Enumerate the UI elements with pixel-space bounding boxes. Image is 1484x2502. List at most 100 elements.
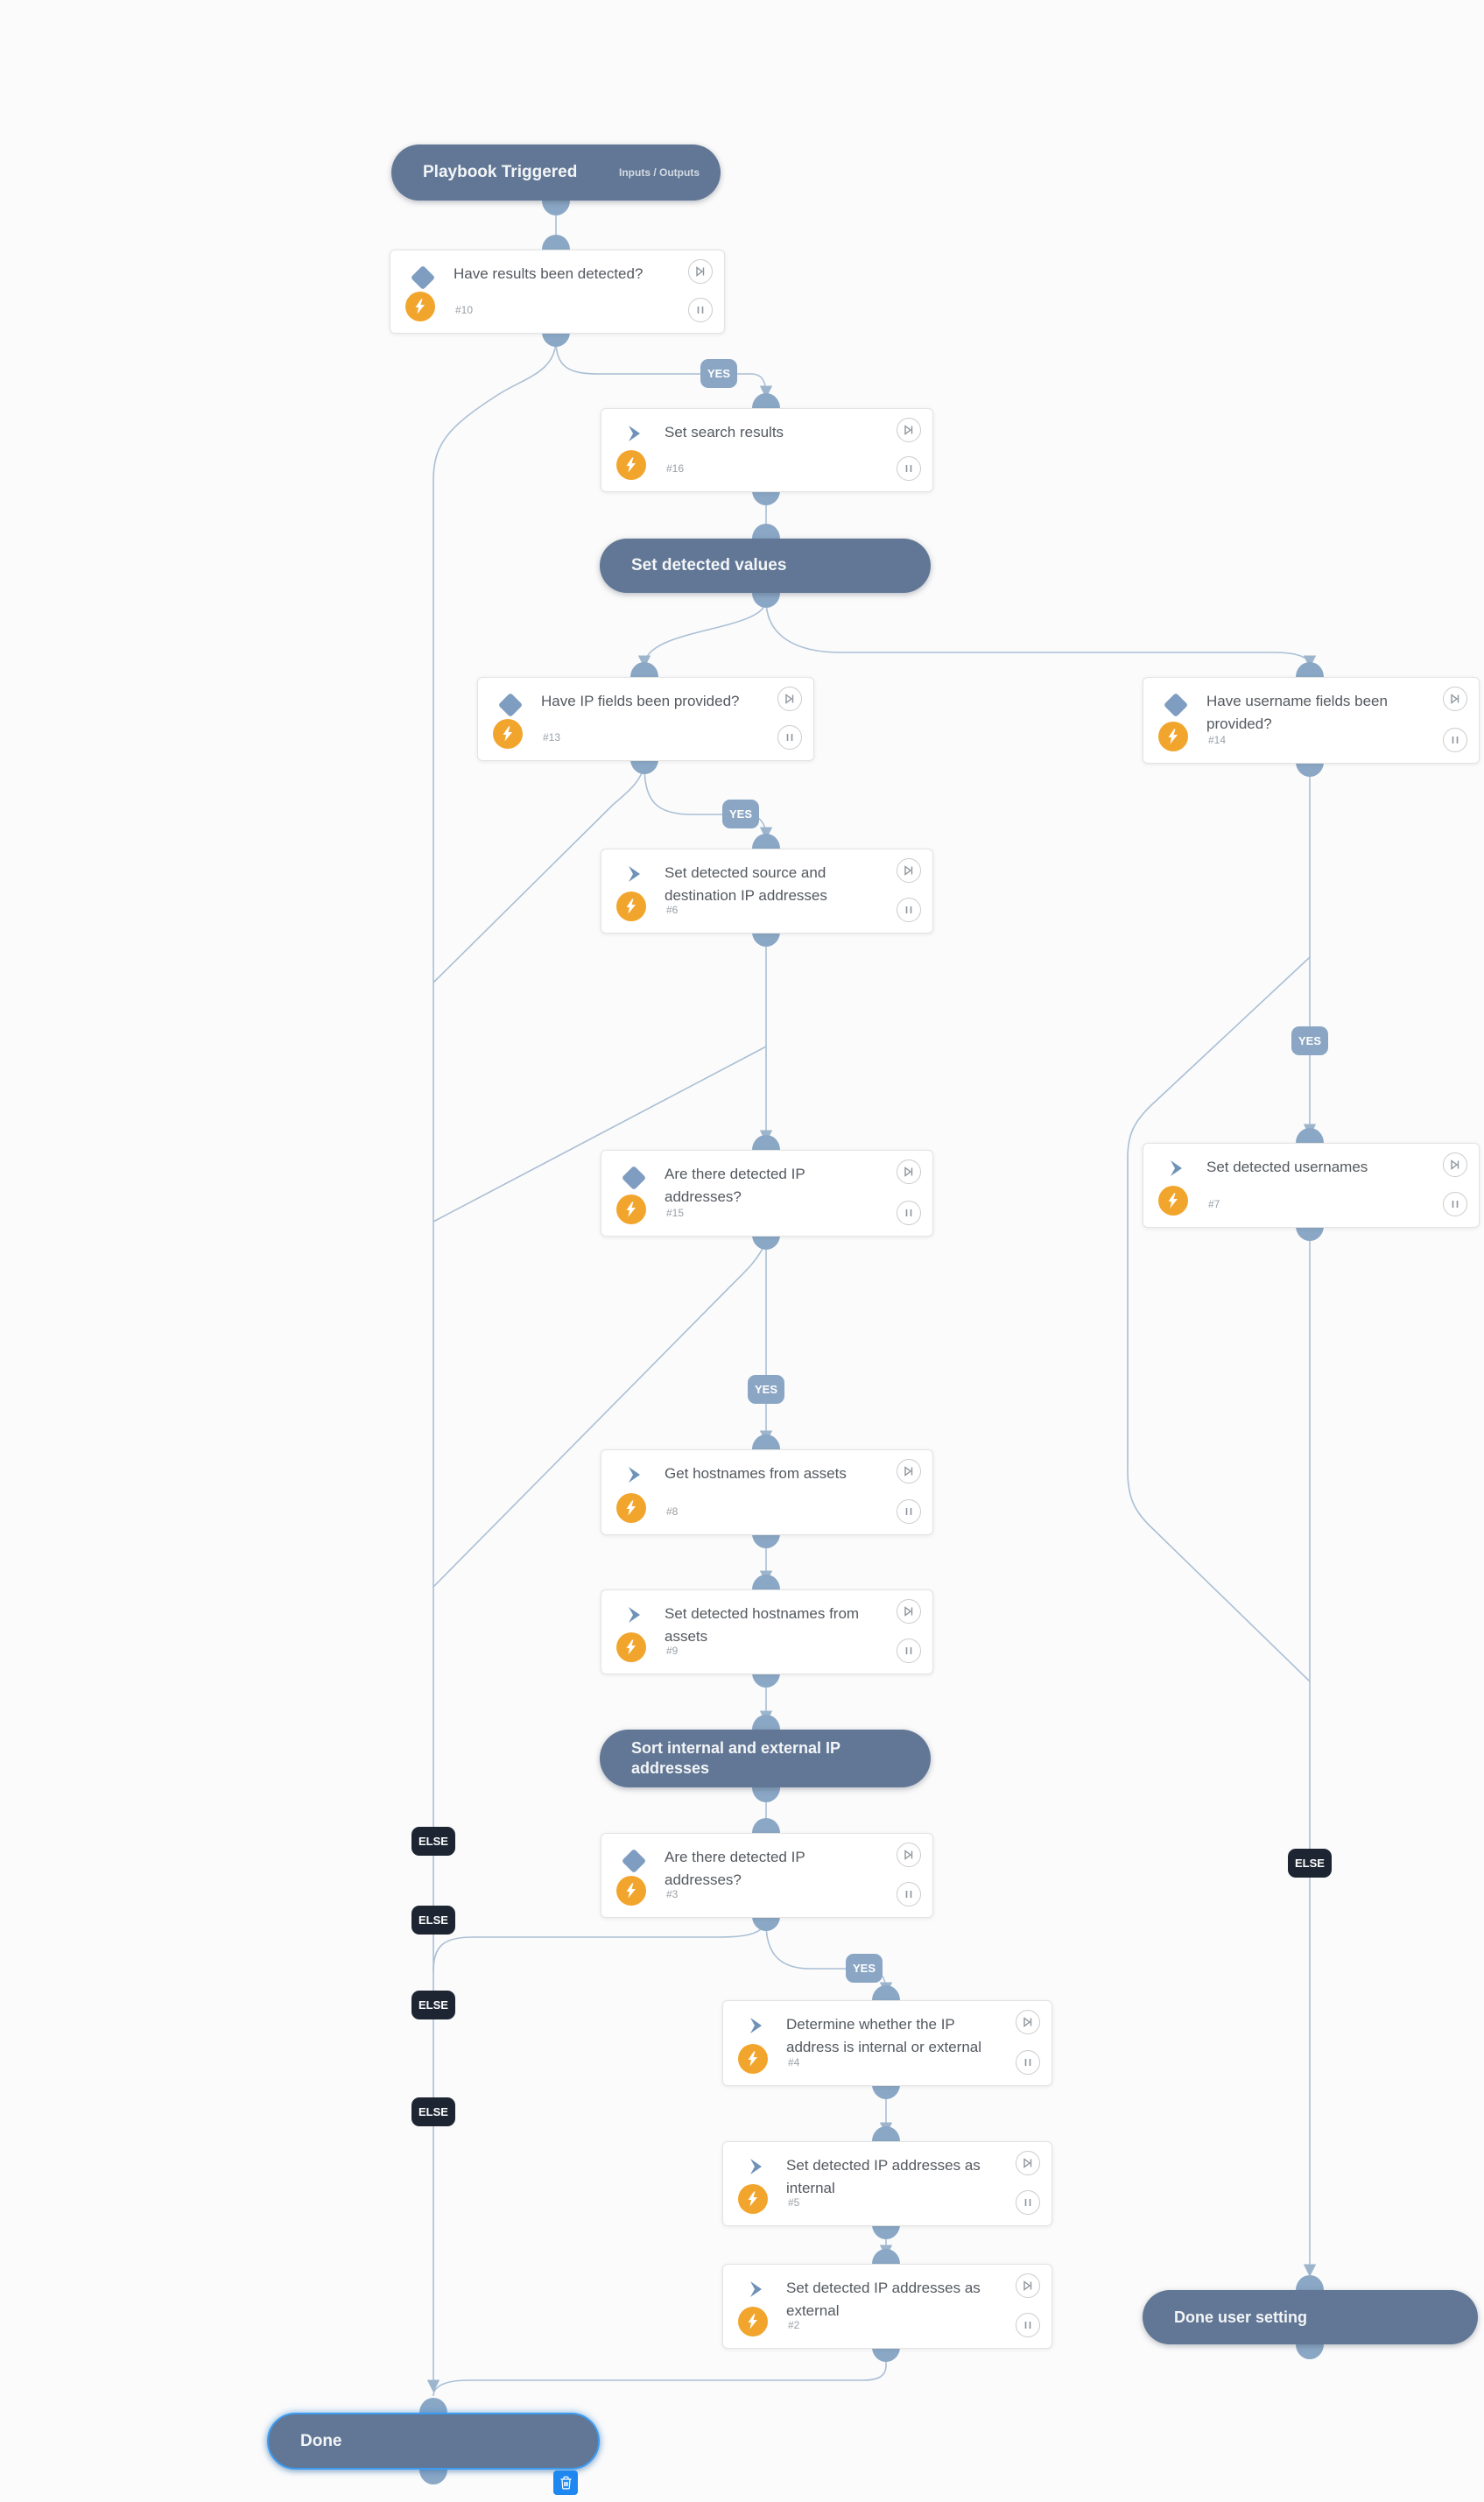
output-port[interactable] <box>542 201 570 215</box>
input-port[interactable] <box>752 834 780 849</box>
pause-icon[interactable] <box>1443 1192 1467 1216</box>
node-set-detected-ip-as-internal[interactable]: Set detected IP addresses as internal #5 <box>722 2141 1052 2226</box>
output-port[interactable] <box>1296 1226 1324 1241</box>
skip-ahead-icon[interactable] <box>777 687 802 711</box>
yes-chip[interactable]: YES <box>846 1954 883 1983</box>
skip-ahead-icon[interactable] <box>1016 2273 1040 2298</box>
skip-ahead-icon[interactable] <box>1016 2151 1040 2175</box>
node-title: Have results been detected? <box>454 265 644 282</box>
delete-node-button[interactable] <box>553 2470 578 2495</box>
input-port[interactable] <box>752 524 780 539</box>
output-port[interactable] <box>630 759 658 774</box>
node-done[interactable]: Done <box>267 2413 600 2470</box>
node-sort-internal-external-ip[interactable]: Sort internal and external IP addresses <box>600 1730 931 1787</box>
skip-ahead-icon[interactable] <box>897 1599 921 1624</box>
yes-chip[interactable]: YES <box>1291 1026 1328 1055</box>
output-port[interactable] <box>872 2224 900 2239</box>
connector <box>765 599 1317 668</box>
yes-chip[interactable]: YES <box>748 1375 784 1404</box>
input-port[interactable] <box>752 1715 780 1730</box>
node-are-there-detected-ip-addresses-15[interactable]: Are there detected IP addresses? #15 <box>601 1150 933 1237</box>
node-have-username-fields-been-provided[interactable]: Have username fields been provided? #14 <box>1143 677 1480 764</box>
pause-icon[interactable] <box>897 1882 921 1906</box>
output-port[interactable] <box>752 593 780 608</box>
input-port[interactable] <box>752 1434 780 1449</box>
node-set-detected-values[interactable]: Set detected values <box>600 539 931 593</box>
node-set-detected-hostnames-from-assets[interactable]: Set detected hostnames from assets #9 <box>601 1589 933 1674</box>
node-determine-ip-internal-or-external[interactable]: Determine whether the IP address is inte… <box>722 2000 1052 2086</box>
skip-ahead-icon[interactable] <box>1016 2010 1040 2034</box>
pause-icon[interactable] <box>1016 2313 1040 2337</box>
output-port[interactable] <box>752 1533 780 1548</box>
node-playbook-triggered[interactable]: Playbook Triggered Inputs / Outputs <box>391 144 721 201</box>
skip-ahead-icon[interactable] <box>688 259 713 284</box>
skip-ahead-icon[interactable] <box>897 1843 921 1867</box>
input-port[interactable] <box>630 662 658 677</box>
input-port[interactable] <box>1296 662 1324 677</box>
pause-icon[interactable] <box>777 725 802 750</box>
node-set-search-results[interactable]: Set search results #16 <box>601 408 933 492</box>
else-chip[interactable]: ELSE <box>411 1991 455 2019</box>
output-port[interactable] <box>752 932 780 947</box>
node-get-hostnames-from-assets[interactable]: Get hostnames from assets #8 <box>601 1449 933 1535</box>
output-port[interactable] <box>752 490 780 505</box>
output-port[interactable] <box>419 2470 447 2484</box>
node-id: #6 <box>666 904 679 916</box>
skip-ahead-icon[interactable] <box>897 1459 921 1484</box>
input-port[interactable] <box>419 2398 447 2413</box>
input-port[interactable] <box>752 1135 780 1150</box>
node-set-detected-source-destination-ip[interactable]: Set detected source and destination IP a… <box>601 849 933 934</box>
pause-icon[interactable] <box>1016 2190 1040 2215</box>
output-port[interactable] <box>542 332 570 347</box>
skip-ahead-icon[interactable] <box>1443 687 1467 711</box>
node-have-results-been-detected[interactable]: Have results been detected? #10 <box>390 250 725 334</box>
pause-icon[interactable] <box>688 298 713 322</box>
yes-chip[interactable]: YES <box>700 359 737 388</box>
pause-icon[interactable] <box>897 1499 921 1524</box>
else-chip[interactable]: ELSE <box>411 1906 455 1935</box>
output-port[interactable] <box>752 1916 780 1931</box>
pause-icon[interactable] <box>897 1639 921 1663</box>
node-are-there-detected-ip-addresses-3[interactable]: Are there detected IP addresses? #3 <box>601 1833 933 1918</box>
output-port[interactable] <box>1296 762 1324 777</box>
node-done-user-setting[interactable]: Done user setting <box>1143 2290 1478 2344</box>
output-port[interactable] <box>752 1787 780 1802</box>
input-port[interactable] <box>872 2126 900 2141</box>
yes-chip[interactable]: YES <box>722 800 759 828</box>
output-port[interactable] <box>1296 2344 1324 2359</box>
input-port[interactable] <box>872 1985 900 2000</box>
output-port[interactable] <box>872 2347 900 2362</box>
pause-icon[interactable] <box>1443 728 1467 752</box>
else-chip[interactable]: ELSE <box>411 2097 455 2126</box>
skip-ahead-icon[interactable] <box>897 858 921 883</box>
output-port[interactable] <box>872 2084 900 2099</box>
pause-icon[interactable] <box>1016 2050 1040 2075</box>
pause-icon[interactable] <box>897 1201 921 1225</box>
connector-yes <box>644 765 773 840</box>
input-port[interactable] <box>1296 1128 1324 1143</box>
pause-icon[interactable] <box>897 456 921 481</box>
input-port[interactable] <box>752 393 780 408</box>
else-chip[interactable]: ELSE <box>411 1827 455 1856</box>
pause-icon[interactable] <box>897 898 921 922</box>
input-port[interactable] <box>542 235 570 250</box>
node-set-detected-usernames[interactable]: Set detected usernames #7 <box>1143 1143 1480 1228</box>
input-port[interactable] <box>872 2249 900 2264</box>
input-port[interactable] <box>752 1818 780 1833</box>
skip-ahead-icon[interactable] <box>1443 1152 1467 1177</box>
skip-ahead-icon[interactable] <box>897 1159 921 1184</box>
input-port[interactable] <box>752 1575 780 1589</box>
output-port[interactable] <box>752 1235 780 1250</box>
skip-ahead-icon[interactable] <box>897 418 921 442</box>
node-set-detected-ip-as-external[interactable]: Set detected IP addresses as external #2 <box>722 2264 1052 2349</box>
inputs-outputs-link[interactable]: Inputs / Outputs <box>619 166 700 179</box>
node-id: #5 <box>788 2196 800 2209</box>
lightning-icon <box>738 2184 768 2214</box>
node-have-ip-fields-been-provided[interactable]: Have IP fields been provided? #13 <box>477 677 814 761</box>
else-chip[interactable]: ELSE <box>1288 1849 1332 1878</box>
output-port[interactable] <box>752 1673 780 1688</box>
connector-else <box>426 339 557 2393</box>
input-port[interactable] <box>1296 2275 1324 2290</box>
decision-diamond-icon <box>497 692 524 718</box>
